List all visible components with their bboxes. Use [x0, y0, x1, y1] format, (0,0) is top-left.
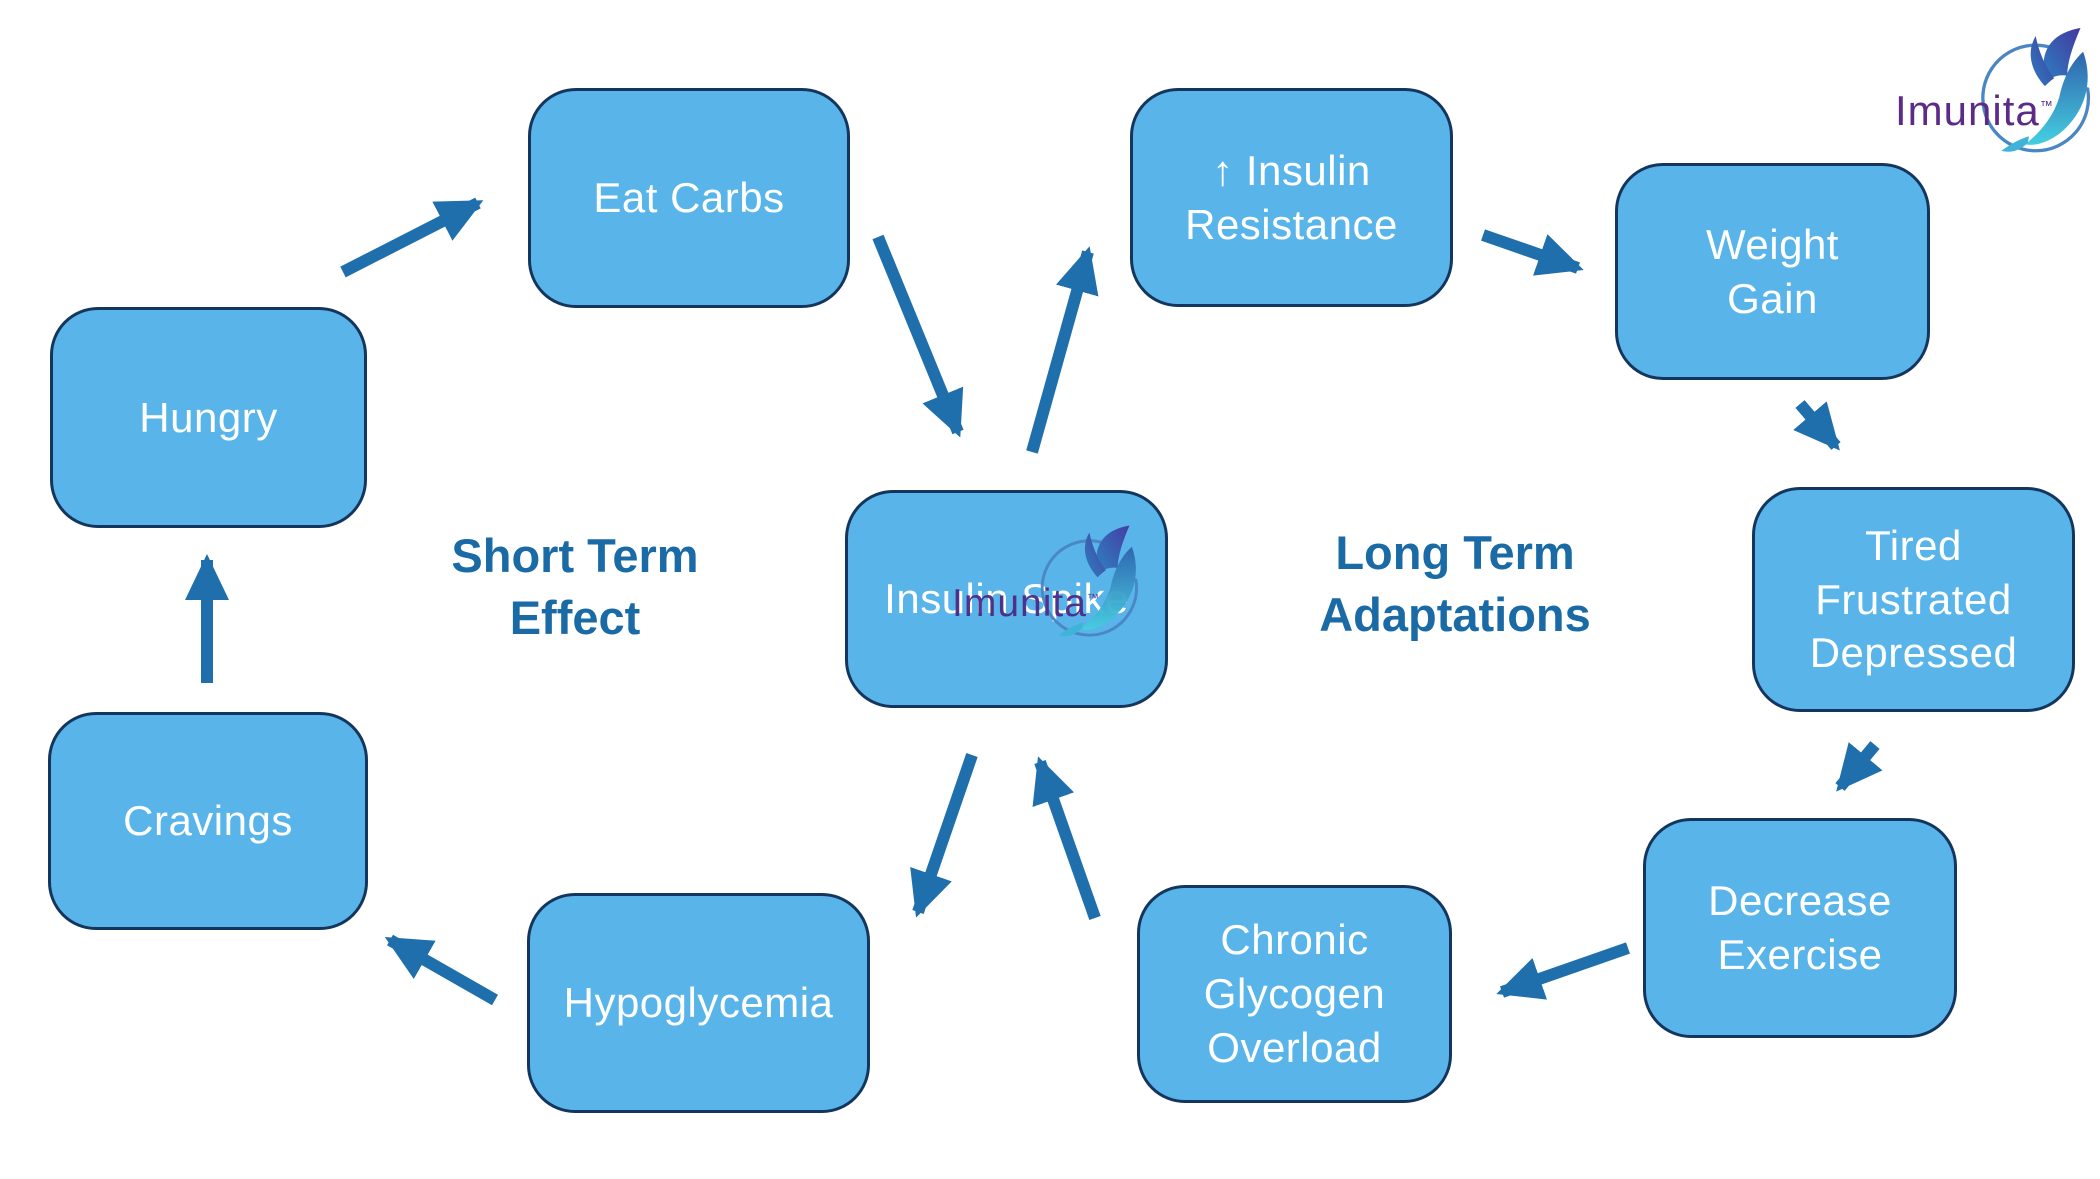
node-chronic-glycogen-overload: Chronic Glycogen Overload — [1137, 885, 1452, 1103]
node-hypoglycemia: Hypoglycemia — [527, 893, 870, 1113]
trademark-symbol: ™ — [2039, 98, 2054, 113]
node-tired-frustrated-depressed: Tired Frustrated Depressed — [1752, 487, 2075, 712]
long-term-adaptations-label: Long Term Adaptations — [1319, 526, 1591, 642]
node-chronic-glycogen-overload-label: Chronic Glycogen Overload — [1203, 916, 1386, 1071]
imunita-watermark-text: Imunita™ — [952, 582, 1100, 625]
imunita-logo: Imunita™ — [1895, 25, 2100, 175]
arrow-hungry-to-eat-carbs — [340, 197, 484, 278]
node-cravings-label: Cravings — [123, 797, 293, 845]
arrow-decrease-exercise-to-chronic-glycogen — [1496, 942, 1630, 1000]
node-hungry-label: Hungry — [139, 393, 278, 441]
arrow-insulin-spike-to-hypoglycemia — [910, 753, 978, 918]
node-weight-gain-label: Weight Gain — [1706, 220, 1839, 322]
arrow-insulin-resistance-to-weight-gain — [1481, 229, 1584, 276]
node-eat-carbs: Eat Carbs — [528, 88, 850, 308]
arrow-weight-gain-to-tired — [1793, 400, 1841, 451]
node-hungry: Hungry — [50, 307, 367, 528]
node-insulin-resistance-label: ↑ Insulin Resistance — [1185, 146, 1398, 248]
imunita-watermark: Imunita™ — [952, 518, 1157, 663]
arrow-hypoglycemia-to-cravings — [384, 934, 498, 1006]
arrow-tired-to-decrease-exercise — [1835, 741, 1883, 792]
node-cravings: Cravings — [48, 712, 368, 930]
arrow-eat-carbs-to-insulin-spike — [872, 234, 964, 438]
node-eat-carbs-label: Eat Carbs — [593, 174, 785, 222]
arrow-insulin-spike-to-insulin-resistance — [1026, 246, 1099, 454]
short-term-effect-label: Short Term Effect — [451, 529, 699, 645]
imunita-watermark-bird-icon — [1040, 525, 1138, 637]
arrow-chronic-glycogen-to-insulin-spike — [1032, 756, 1101, 920]
node-insulin-resistance: ↑ Insulin Resistance — [1130, 88, 1453, 307]
node-decrease-exercise-label: Decrease Exercise — [1708, 877, 1892, 978]
imunita-bird-icon — [1981, 28, 2091, 153]
node-decrease-exercise: Decrease Exercise — [1643, 818, 1957, 1038]
watermark-trademark-symbol: ™ — [1086, 591, 1100, 605]
imunita-logo-text: Imunita™ — [1895, 87, 2054, 134]
node-hypoglycemia-label: Hypoglycemia — [563, 979, 834, 1027]
node-tired-frustrated-depressed-label: Tired Frustrated Depressed — [1809, 521, 2018, 677]
node-weight-gain: Weight Gain — [1615, 163, 1930, 380]
